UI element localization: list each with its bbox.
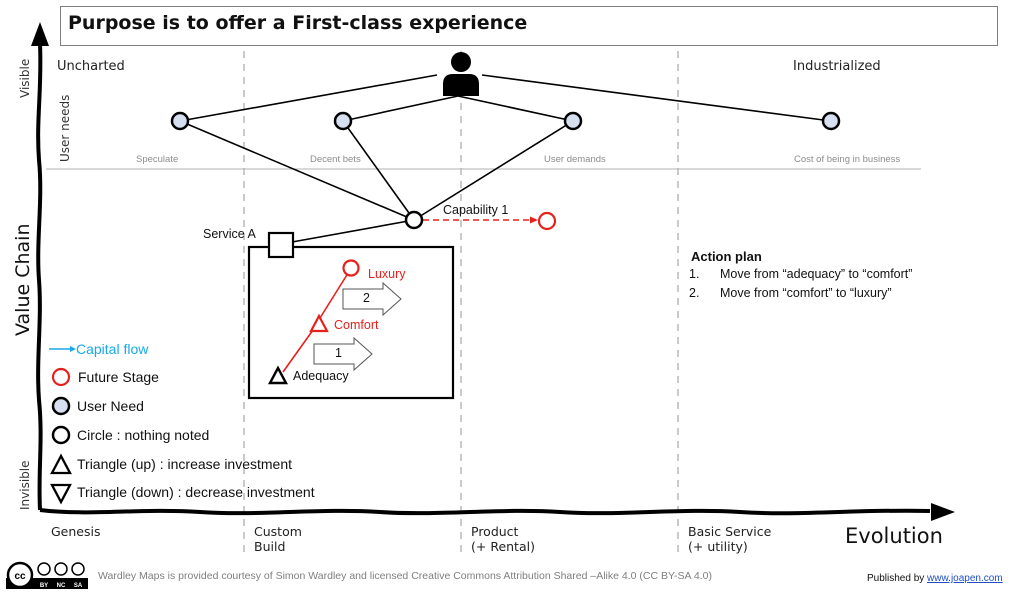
nc-icon [54,562,68,576]
action-plan-item-number: 1. [689,267,700,281]
triangle-down-icon [50,483,72,505]
action-plan-item: Move from “adequacy” to “comfort” [720,267,913,281]
user-need-node[interactable] [821,111,841,131]
circle-icon [51,425,71,445]
comfort-node[interactable] [309,313,329,333]
adequacy-node[interactable] [268,365,288,385]
industrialized-label: Industrialized [793,59,881,74]
user-needs-band-label: User needs [58,94,72,162]
svg-text:BY: BY [40,583,48,589]
legend-triangle-down: Triangle (down) : decrease investment [77,484,315,500]
action-plan-item-number: 2. [689,286,700,300]
user-need-links [179,74,832,245]
evolution-move-arrowhead [530,216,538,224]
move-arrow-2 [342,281,402,317]
user-need-icon [51,396,71,416]
evolution-axis [39,508,931,516]
luxury-node[interactable] [342,259,360,277]
capability-future-node[interactable] [537,211,557,231]
value-chain-arrowhead [31,22,49,46]
evolution-arrowhead [931,503,955,521]
invisible-label: Invisible [18,460,32,511]
capital-flow-arrowhead [70,346,76,352]
comfort-label: Comfort [334,318,379,332]
cc-icon [6,561,34,589]
user-need-node[interactable] [170,111,190,131]
stage-genesis: Genesis [51,524,101,539]
license-text: Wardley Maps is provided courtesy of Sim… [98,570,712,582]
capability-node[interactable] [404,210,424,230]
action-plan-item: Move from “comfort” to “luxury” [720,286,892,300]
uncharted-label: Uncharted [57,59,125,74]
svg-text:NC: NC [57,583,66,589]
move-2-number: 2 [363,291,370,305]
stage-link [319,269,351,319]
triangle-up-icon [50,453,72,475]
legend-future-stage: Future Stage [78,369,159,385]
cc-license-badge: cc BY NC SA [6,561,88,589]
user-need-node[interactable] [333,111,353,131]
visible-label: Visible [18,58,32,98]
capability-label: Capability 1 [443,203,509,217]
user-need-label: User demands [544,154,606,165]
legend-user-need: User Need [77,398,144,414]
by-icon [37,562,51,576]
user-need-label: Cost of being in business [794,154,901,165]
page-title: Purpose is to offer a First-class experi… [68,12,528,34]
service-node[interactable] [267,231,295,259]
publisher-link[interactable]: www.joapen.com [927,573,1003,584]
user-icon [443,52,479,96]
evolution-label: Evolution [845,524,943,548]
svg-text:SA: SA [74,583,83,589]
value-chain-label: Value Chain [12,223,34,337]
user-need-label: Speculate [136,154,179,165]
sa-icon [71,562,85,576]
stage-product: Product(+ Rental) [471,524,535,554]
svg-text:cc: cc [14,571,26,582]
title-box [60,6,998,46]
move-arrow-1 [313,336,373,372]
future-stage-icon [51,367,71,387]
move-1-number: 1 [335,346,342,360]
adequacy-label: Adequacy [293,369,349,383]
user-need-node[interactable] [563,111,583,131]
published-by: Published by www.joapen.com [867,573,1003,584]
service-label: Service A [203,227,256,241]
user-need-label: Decent bets [310,154,361,165]
action-plan-title: Action plan [691,249,762,264]
value-chain-axis [36,43,43,511]
legend-capital-flow: Capital flow [76,341,149,357]
legend-triangle-up: Triangle (up) : increase investment [77,456,293,472]
stage-basic-service: Basic Service(+ utility) [688,524,772,554]
legend-circle: Circle : nothing noted [77,427,210,443]
service-container [247,245,455,400]
luxury-label: Luxury [368,267,406,281]
